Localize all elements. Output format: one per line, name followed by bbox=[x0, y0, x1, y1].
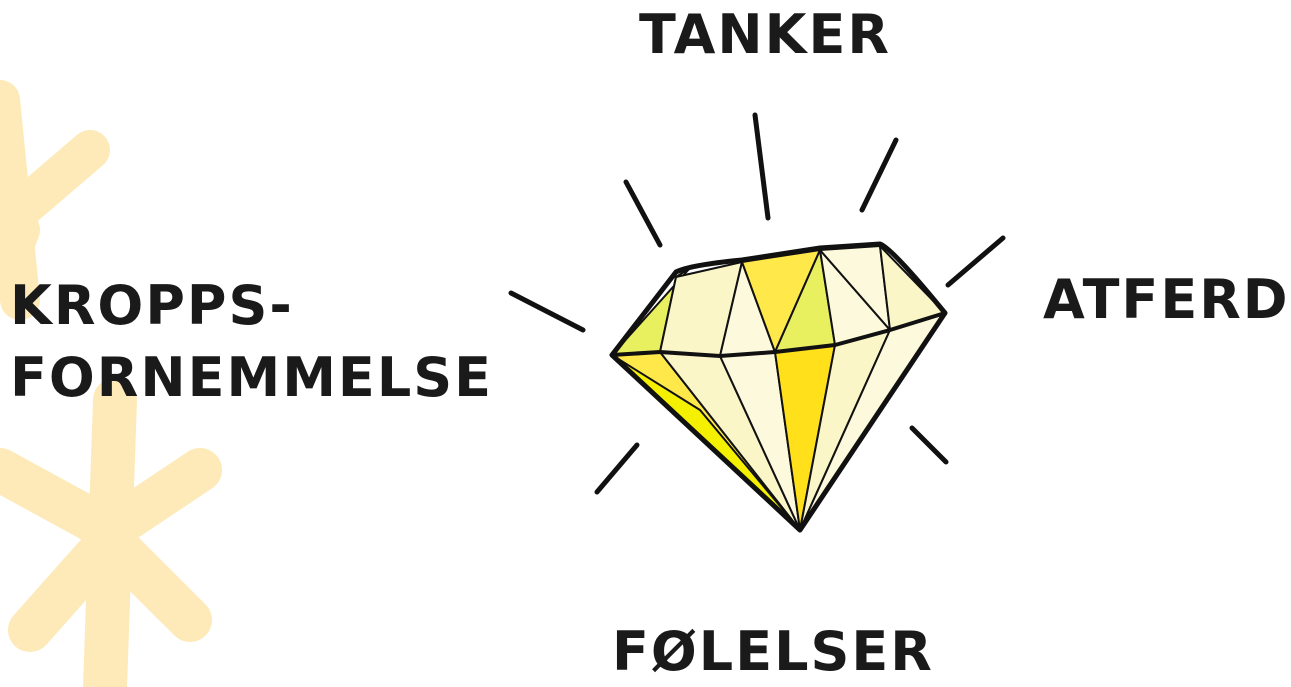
sparkle-ray-top-left bbox=[626, 182, 660, 245]
label-folelser: FØLELSER bbox=[612, 625, 934, 679]
label-atferd: ATFERD bbox=[1043, 273, 1290, 327]
label-tanker: TANKER bbox=[639, 8, 891, 62]
sparkle-ray-top-right bbox=[862, 140, 896, 210]
sparkle-ray-right-lower bbox=[912, 428, 946, 462]
sparkle-ray-top-center bbox=[755, 115, 768, 218]
label-kroppsfornemmelse: KROPPS- FORNEMMELSE bbox=[10, 270, 493, 414]
label-kroppsfornemmelse-line2: FORNEMMELSE bbox=[10, 342, 493, 414]
sparkle-ray-left bbox=[511, 293, 583, 330]
sparkle-ray-right-upper bbox=[948, 238, 1003, 285]
label-kroppsfornemmelse-line1: KROPPS- bbox=[10, 270, 493, 342]
sparkle-ray-bottom-left bbox=[597, 445, 637, 492]
